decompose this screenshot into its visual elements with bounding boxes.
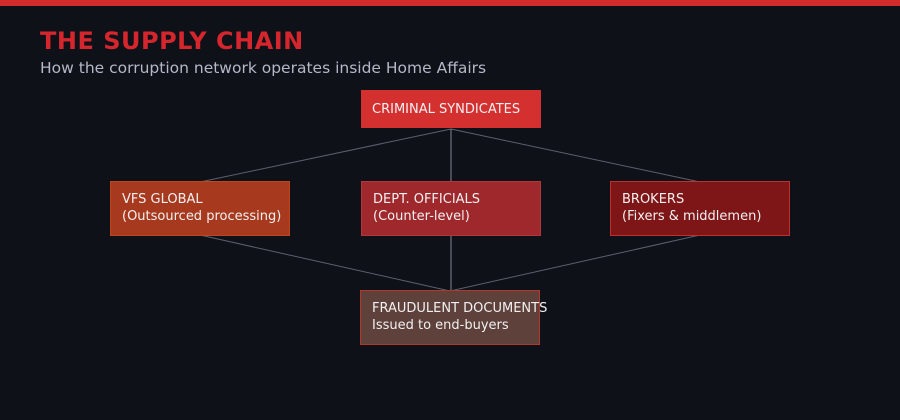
node-fraudulent-documents: FRAUDULENT DOCUMENTS Issued to end-buyer… xyxy=(360,290,548,345)
page-subtitle: How the corruption network operates insi… xyxy=(40,59,487,77)
node-label: FRAUDULENT DOCUMENTS xyxy=(372,301,548,316)
node-label: CRIMINAL SYNDICATES xyxy=(372,101,521,117)
node-label: DEPT. OFFICIALS xyxy=(373,192,481,207)
node-brokers: BROKERS (Fixers & middlemen) xyxy=(610,181,790,236)
node-sublabel: (Fixers & middlemen) xyxy=(622,209,762,224)
node-sublabel: Issued to end-buyers xyxy=(372,318,509,333)
edge-brokers-fraud xyxy=(449,234,701,292)
node-sublabel: (Counter-level) xyxy=(373,209,470,224)
node-label: BROKERS xyxy=(622,192,685,207)
edge-vfs-fraud xyxy=(199,234,451,292)
node-dept-officials: DEPT. OFFICIALS (Counter-level) xyxy=(361,181,541,236)
edge-syndicates-vfs xyxy=(199,128,452,183)
edge-syndicates-brokers xyxy=(450,128,701,183)
node-sublabel: (Outsourced processing) xyxy=(122,209,282,224)
top-accent-bar xyxy=(0,0,900,6)
node-label: VFS GLOBAL xyxy=(122,192,203,207)
node-vfs-global: VFS GLOBAL (Outsourced processing) xyxy=(110,181,290,236)
page-title: THE SUPPLY CHAIN xyxy=(40,27,304,55)
node-criminal-syndicates: CRIMINAL SYNDICATES xyxy=(361,90,541,128)
